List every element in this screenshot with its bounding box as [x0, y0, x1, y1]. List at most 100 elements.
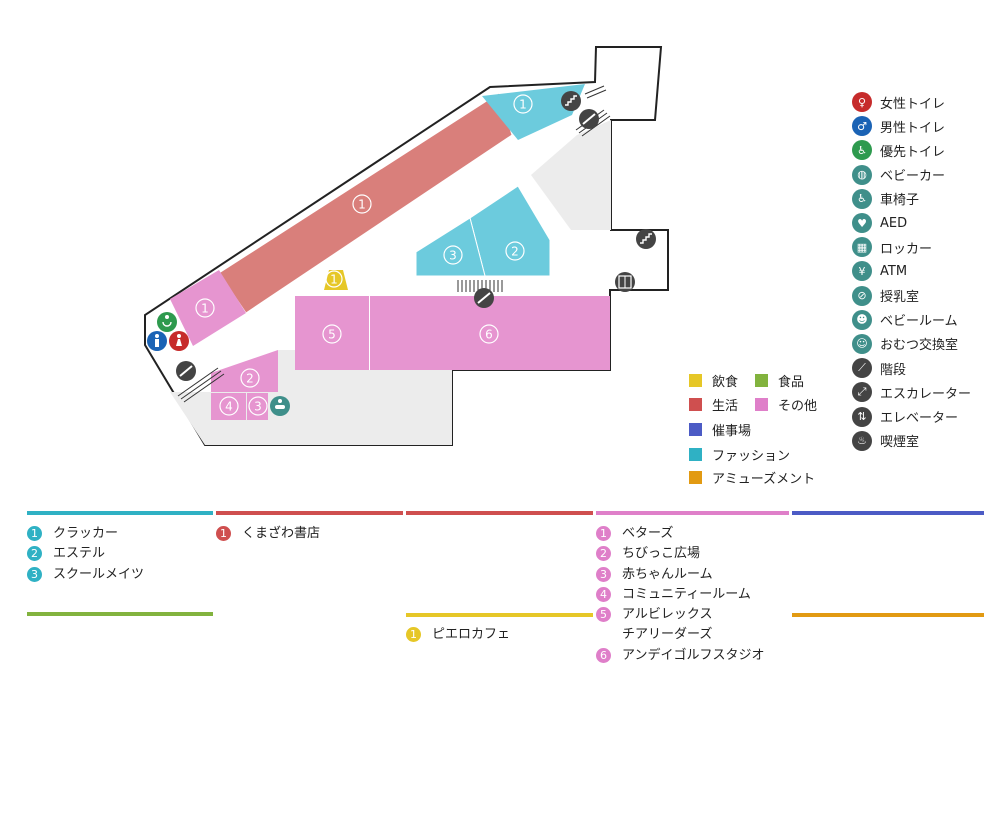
badge-food-court-1[interactable] — [325, 270, 343, 288]
store-number: 1 — [596, 526, 611, 541]
directory-list-food-court: 1 ピエロカフェ — [406, 626, 510, 646]
corridor-bottom — [170, 350, 452, 445]
badge-fashion-2-label: 2 — [511, 245, 519, 259]
store-number: 3 — [596, 566, 611, 582]
list-item[interactable]: 3 赤ちゃんルーム — [596, 566, 764, 586]
map-facility-icons — [147, 91, 656, 416]
nursing-room-icon: ⊘ — [852, 285, 872, 306]
store-number: 1 — [216, 526, 231, 541]
list-item[interactable]: 4 コミュニティールーム — [596, 586, 764, 606]
map-stairs-icon-east[interactable] — [636, 229, 656, 249]
list-item-continuation[interactable]: チアリーダーズ — [596, 626, 764, 646]
badge-fashion-3[interactable] — [443, 245, 463, 265]
badge-other-5[interactable] — [322, 324, 342, 344]
legend-label: 食品 — [778, 375, 805, 390]
store-name: コミュニティールーム — [622, 586, 751, 602]
legend-lifestyle: 生活 — [689, 395, 738, 414]
store-name: くまざわ書店 — [242, 526, 321, 541]
mens-restroom-icon: ♂ — [852, 116, 872, 137]
legend-fashion: ファッション — [689, 445, 790, 464]
map-elevator-icon[interactable] — [615, 272, 635, 292]
badge-other-1[interactable] — [195, 298, 215, 318]
directory-bar-fashion — [27, 511, 213, 515]
list-item[interactable]: 1 くまざわ書店 — [216, 525, 320, 545]
store-number-blank — [596, 627, 611, 642]
store-number: 2 — [596, 546, 611, 562]
store-other-1[interactable] — [170, 270, 246, 346]
store-name: 赤ちゃんルーム — [622, 566, 713, 582]
accessible-restroom-icon: ♿ — [852, 140, 872, 161]
store-name: ベターズ — [622, 526, 674, 541]
legend-label: 飲食 — [712, 375, 739, 390]
facility-label: 女性トイレ — [880, 96, 946, 112]
map-escalator-icon-center[interactable] — [474, 288, 494, 308]
store-number: 5 — [596, 607, 611, 623]
legend-swatch — [689, 448, 702, 461]
directory-bar-lifestyle-2 — [406, 511, 593, 515]
map-womens-restroom-icon[interactable] — [169, 331, 189, 351]
facility-legend-item: ⟋ 階段 — [852, 356, 1000, 380]
badge-food-court-1-label: 1 — [330, 273, 338, 287]
list-item[interactable]: 1 ピエロカフェ — [406, 626, 510, 646]
store-name: ちびっこ広場 — [622, 546, 701, 562]
legend-swatch — [689, 398, 702, 411]
map-accessible-restroom-icon[interactable] — [157, 312, 177, 332]
directory-bar-food-court — [406, 613, 593, 617]
store-name: アルビレックス — [622, 607, 713, 623]
facility-legend-item: ◍ベビーカー — [852, 163, 1000, 187]
badge-other-4[interactable] — [219, 396, 239, 416]
list-item[interactable]: 5 アルビレックス — [596, 606, 764, 626]
legend-swatch — [689, 471, 702, 484]
baby-room-icon: ☻ — [852, 309, 872, 330]
legend-amusement: アミューズメント — [689, 468, 815, 487]
store-other-6[interactable] — [370, 296, 610, 370]
list-item[interactable]: 2 ちびっこ広場 — [596, 545, 764, 565]
map-escalator-icon[interactable] — [579, 109, 599, 129]
facility-legend-item: ¥ATM — [852, 259, 1000, 283]
locker-icon: ▦ — [852, 237, 872, 258]
stairs-icon: ⟋ — [852, 358, 872, 379]
badge-fashion-2[interactable] — [505, 241, 525, 261]
legend-food: 食品 — [755, 371, 804, 390]
directory-bar-food — [27, 612, 213, 616]
badge-lifestyle-1[interactable] — [352, 194, 372, 214]
facility-legend: ♀女性トイレ ♂男性トイレ ♿優先トイレ ◍ベビーカー ♿車椅子 ♥AED ▦ロ… — [852, 90, 1000, 453]
legend-label: 生活 — [712, 399, 739, 414]
map-escalator-icon-west[interactable] — [176, 361, 196, 381]
store-number: 1 — [406, 627, 421, 642]
facility-label: 階段 — [880, 362, 907, 378]
store-fashion-3[interactable] — [415, 217, 486, 277]
list-item[interactable]: 1 ベターズ — [596, 525, 764, 545]
store-name: エステル — [53, 546, 106, 562]
atm-icon: ¥ — [852, 261, 872, 282]
store-other-5[interactable] — [295, 296, 369, 370]
floor-map: 1 1 2 3 1 2 3 4 5 6 1 — [144, 46, 669, 446]
facility-label: おむつ交換室 — [880, 338, 959, 354]
badge-other-3[interactable] — [248, 396, 268, 416]
directory-bar-other — [596, 511, 789, 515]
facility-label: 喫煙室 — [880, 435, 920, 451]
badge-other-6[interactable] — [479, 324, 499, 344]
legend-label: ファッション — [712, 449, 791, 464]
map-mens-restroom-icon[interactable] — [147, 331, 167, 351]
badge-fashion-3-label: 3 — [449, 249, 457, 263]
facility-label: ベビーカー — [880, 169, 946, 185]
map-diaper-change-icon[interactable] — [270, 396, 290, 416]
badge-other-2[interactable] — [240, 368, 260, 388]
store-fashion-1[interactable] — [482, 84, 585, 140]
badge-fashion-1[interactable] — [513, 94, 533, 114]
legend-swatch — [689, 374, 702, 387]
store-food-court-1[interactable] — [324, 270, 348, 290]
store-number: 4 — [596, 586, 611, 602]
store-name: ピエロカフェ — [432, 627, 511, 642]
facility-label: 男性トイレ — [880, 120, 946, 136]
smoking-room-icon: ♨ — [852, 430, 872, 451]
facility-label: ロッカー — [880, 241, 933, 257]
facility-legend-item: ♿車椅子 — [852, 187, 1000, 211]
directory-bar-lifestyle — [216, 511, 403, 515]
map-stairs-icon[interactable] — [561, 91, 581, 111]
